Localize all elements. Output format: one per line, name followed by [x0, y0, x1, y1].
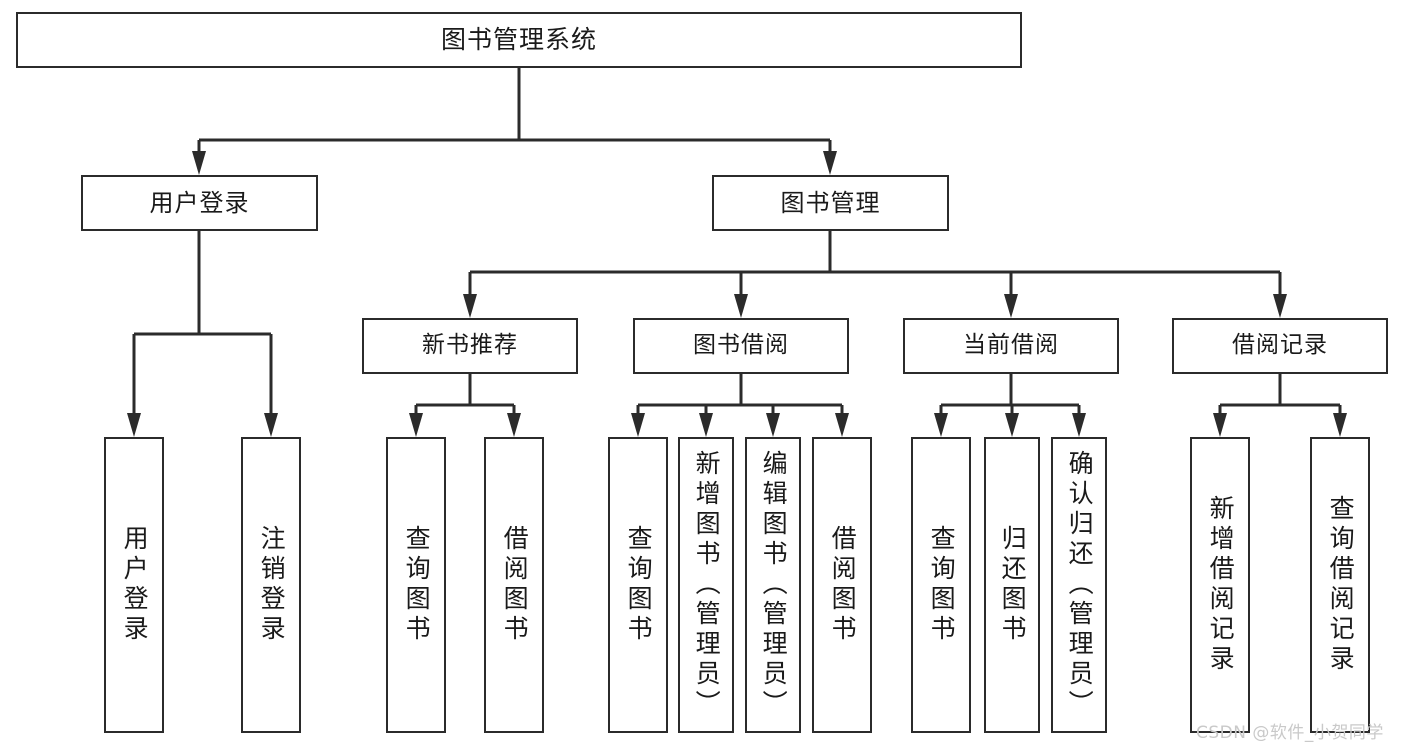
node-leaf-add-record[interactable]: 新增借阅记录 [1190, 437, 1250, 733]
node-leaf-borrow-book-1[interactable]: 借阅图书 [484, 437, 544, 733]
node-leaf-confirm-return[interactable]: 确认归还（管理员） [1051, 437, 1107, 733]
node-current-borrow-label: 当前借阅 [963, 332, 1059, 359]
node-root[interactable]: 图书管理系统 [16, 12, 1022, 68]
node-leaf-query-book-2[interactable]: 查询图书 [608, 437, 668, 733]
node-leaf-logout-label: 注销登录 [257, 525, 287, 645]
node-leaf-return-book[interactable]: 归还图书 [984, 437, 1040, 733]
node-leaf-borrow-book-1-label: 借阅图书 [500, 525, 530, 645]
node-root-label: 图书管理系统 [440, 25, 597, 55]
node-leaf-query-book-1-label: 查询图书 [402, 525, 432, 645]
node-current-borrow[interactable]: 当前借阅 [903, 318, 1119, 374]
node-leaf-edit-book[interactable]: 编辑图书（管理员） [745, 437, 801, 733]
node-user-login[interactable]: 用户登录 [81, 175, 318, 231]
node-new-book-rec[interactable]: 新书推荐 [362, 318, 578, 374]
node-leaf-query-book-3-label: 查询图书 [927, 525, 957, 645]
node-leaf-return-book-label: 归还图书 [998, 525, 1028, 645]
node-book-borrow-label: 图书借阅 [693, 332, 789, 359]
node-leaf-borrow-book-2-label: 借阅图书 [828, 525, 858, 645]
node-borrow-record[interactable]: 借阅记录 [1172, 318, 1388, 374]
node-book-manage[interactable]: 图书管理 [712, 175, 949, 231]
node-leaf-logout[interactable]: 注销登录 [241, 437, 301, 733]
node-new-book-rec-label: 新书推荐 [422, 332, 518, 359]
node-borrow-record-label: 借阅记录 [1232, 332, 1328, 359]
node-leaf-user-login[interactable]: 用户登录 [104, 437, 164, 733]
node-user-login-label: 用户登录 [149, 188, 250, 217]
node-leaf-query-book-1[interactable]: 查询图书 [386, 437, 446, 733]
node-leaf-user-login-label: 用户登录 [120, 525, 150, 645]
node-leaf-borrow-book-2[interactable]: 借阅图书 [812, 437, 872, 733]
node-leaf-query-record[interactable]: 查询借阅记录 [1310, 437, 1370, 733]
node-leaf-query-record-label: 查询借阅记录 [1326, 495, 1356, 675]
node-leaf-add-record-label: 新增借阅记录 [1206, 495, 1236, 675]
node-leaf-add-book-label: 新增图书（管理员） [692, 450, 722, 720]
node-book-manage-label: 图书管理 [780, 188, 881, 217]
csdn-watermark: CSDN @软件_小贺同学 [1196, 723, 1384, 743]
node-leaf-confirm-return-label: 确认归还（管理员） [1065, 450, 1095, 720]
node-leaf-edit-book-label: 编辑图书（管理员） [759, 450, 789, 720]
node-leaf-query-book-3[interactable]: 查询图书 [911, 437, 971, 733]
node-leaf-query-book-2-label: 查询图书 [624, 525, 654, 645]
node-leaf-add-book[interactable]: 新增图书（管理员） [678, 437, 734, 733]
node-book-borrow[interactable]: 图书借阅 [633, 318, 849, 374]
